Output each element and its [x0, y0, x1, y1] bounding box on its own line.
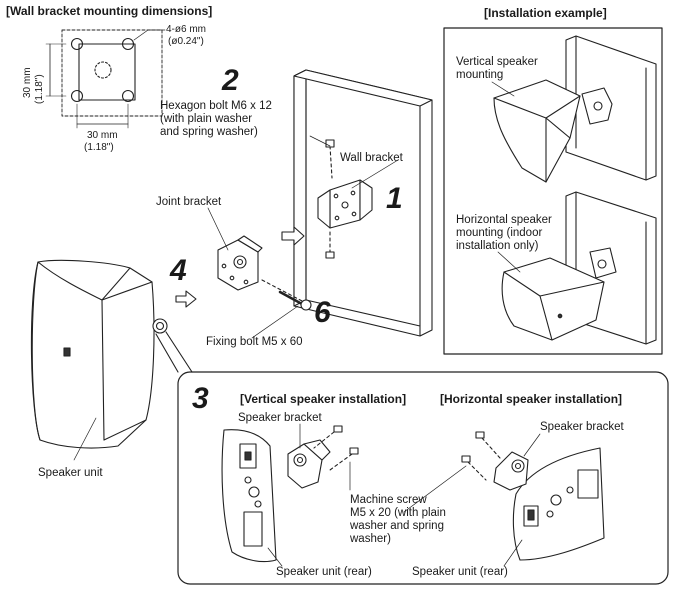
- wall-bracket-art: [281, 139, 373, 259]
- joint-bracket-label: Joint bracket: [156, 196, 222, 208]
- horizontal-install-header: [Horizontal speaker installation]: [440, 392, 623, 406]
- wall-bracket-dims-header: [Wall bracket mounting dimensions]: [6, 4, 213, 18]
- joint-bracket-art: [175, 235, 312, 311]
- horizontal-example-art: [501, 191, 657, 345]
- speaker-front-art: [30, 259, 193, 449]
- vertical-mounting-label: Vertical speaker mounting: [456, 56, 538, 81]
- speaker-unit-label: Speaker unit: [38, 467, 103, 479]
- step-3-number: 3: [192, 382, 209, 415]
- dimension-drawing: [45, 29, 166, 129]
- hexagon-bolt-label: Hexagon bolt M6 x 12 (with plain washer …: [160, 100, 272, 138]
- machine-screw-label: Machine screw M5 x 20 (with plain washer…: [350, 494, 446, 545]
- horizontal-mounting-label: Horizontal speaker mounting (indoor inst…: [456, 214, 552, 252]
- step3-detail-frame: [177, 371, 669, 585]
- vertical-example-art: [493, 35, 657, 183]
- speaker-bracket-vertical-label: Speaker bracket: [238, 412, 322, 424]
- vertical-install-header: [Vertical speaker installation]: [240, 392, 407, 406]
- fixing-bolt-label: Fixing bolt M5 x 60: [206, 336, 303, 348]
- holes-spec: 4-ø6 mm: [166, 24, 206, 35]
- wall-bracket-label: Wall bracket: [340, 152, 403, 164]
- horizontal-rear-art: [403, 431, 605, 567]
- speaker-bracket-horizontal-label: Speaker bracket: [540, 421, 624, 433]
- width-mm: 30 mm: [87, 130, 118, 141]
- installation-example-frame: [443, 27, 663, 355]
- height-mm: 30 mm: [22, 67, 33, 98]
- speaker-rear-vertical-label: Speaker unit (rear): [276, 566, 372, 578]
- vertical-rear-art: [221, 425, 359, 567]
- installation-example-header: [Installation example]: [484, 6, 607, 20]
- step-6-number: 6: [314, 296, 331, 329]
- height-in: (1.18"): [34, 74, 45, 104]
- holes-spec-inch: (ø0.24"): [168, 36, 204, 47]
- width-in: (1.18"): [84, 142, 114, 153]
- speaker-rear-horizontal-label: Speaker unit (rear): [412, 566, 508, 578]
- step-2-number: 2: [222, 64, 239, 97]
- step-4-number: 4: [170, 254, 187, 287]
- step-1-number: 1: [386, 182, 403, 215]
